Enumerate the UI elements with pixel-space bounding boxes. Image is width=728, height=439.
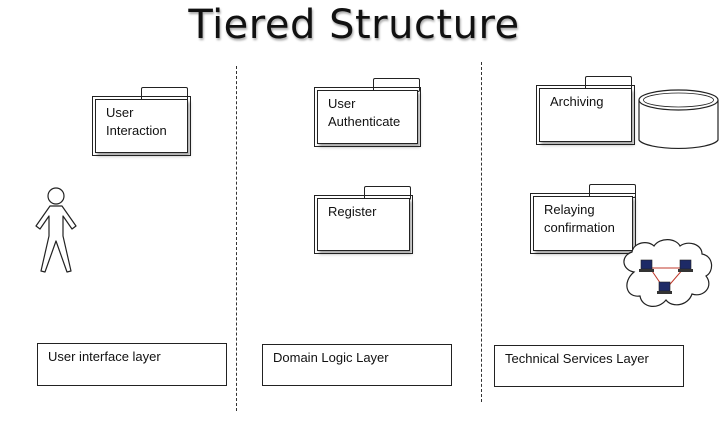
- package-user-authenticate: User Authenticate: [314, 78, 421, 147]
- layer-divider-1: [236, 66, 237, 411]
- network-cloud-icon: [623, 239, 713, 307]
- layer-box-domain-logic: Domain Logic Layer: [262, 344, 452, 386]
- package-body: Register: [314, 195, 413, 254]
- actor-icon: [35, 187, 77, 273]
- layer-box-user-interface: User interface layer: [37, 343, 227, 386]
- package-label: User Interaction: [106, 105, 167, 138]
- package-body: User Authenticate: [314, 87, 421, 147]
- package-label: Relaying confirmation: [544, 202, 615, 235]
- package-body: User Interaction: [92, 96, 191, 156]
- layer-label: Domain Logic Layer: [273, 350, 389, 365]
- package-label: Archiving: [550, 94, 604, 109]
- layer-label: User interface layer: [48, 349, 161, 364]
- package-user-interaction: User Interaction: [92, 87, 191, 156]
- diagram-title: Tiered Structure: [188, 2, 520, 48]
- package-label: User Authenticate: [328, 96, 401, 129]
- package-relaying-confirmation: Relaying confirmation: [530, 184, 636, 254]
- package-body: Relaying confirmation: [530, 193, 636, 254]
- laptop-icon: [657, 281, 672, 294]
- package-register: Register: [314, 186, 413, 254]
- layer-box-technical-services: Technical Services Layer: [494, 345, 684, 387]
- layer-divider-2: [481, 62, 482, 402]
- layer-label: Technical Services Layer: [505, 351, 649, 366]
- database-icon: [638, 89, 719, 150]
- package-label: Register: [328, 204, 377, 219]
- laptop-icon: [639, 259, 654, 272]
- laptop-icon: [678, 259, 693, 272]
- package-body: Archiving: [536, 85, 635, 145]
- package-archiving: Archiving: [536, 76, 635, 145]
